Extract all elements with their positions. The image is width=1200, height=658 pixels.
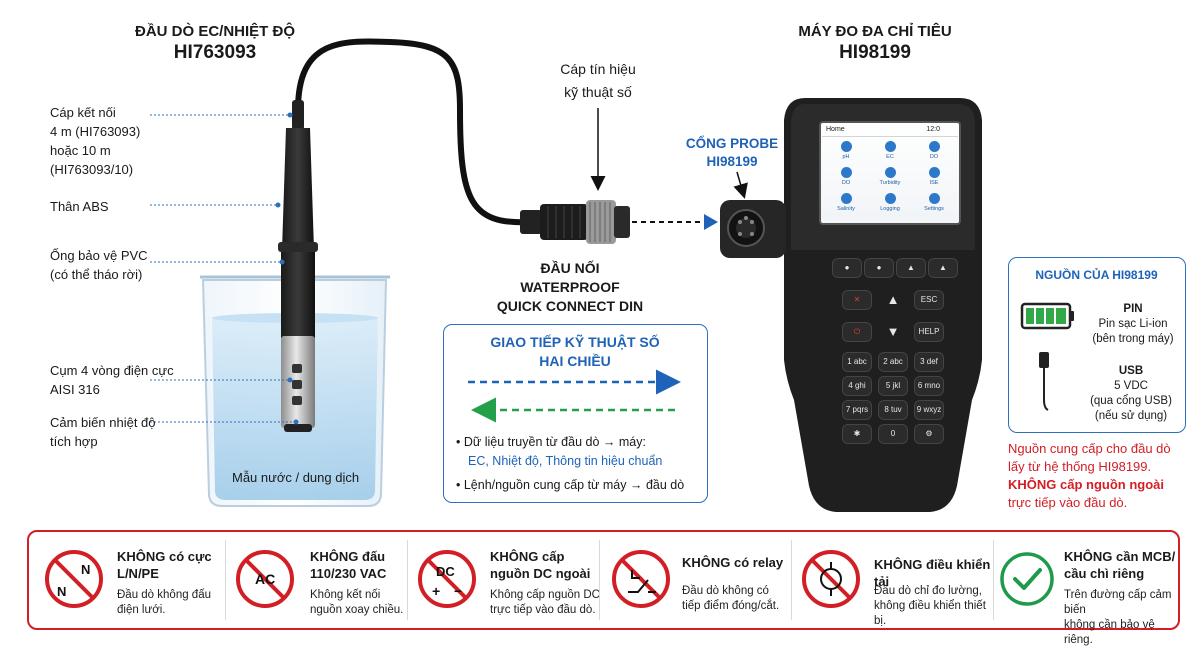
digital-bullet-1: • Dữ liệu truyền từ đầu dò → máy: EC, Nh… bbox=[456, 435, 663, 468]
usb-text: USB 5 VDC (qua cổng USB) (nếu sử dụng) bbox=[1090, 365, 1172, 422]
check-icon bbox=[1000, 552, 1054, 606]
warning-title: KHÔNG điều khiển tải bbox=[874, 557, 991, 589]
icon-text-dc: DC bbox=[436, 564, 455, 579]
down-key[interactable]: ▼ bbox=[878, 322, 908, 342]
softkey-1[interactable]: ● bbox=[832, 258, 862, 278]
key-0[interactable]: 0 bbox=[878, 424, 908, 444]
body-label: Thân ABS bbox=[50, 199, 109, 214]
key-2[interactable]: 2 abc bbox=[878, 352, 908, 372]
key-hash[interactable]: ⚙ bbox=[914, 424, 944, 444]
softkey-2[interactable]: ● bbox=[864, 258, 894, 278]
keypad: ● ● ▲ ▲ ✕ ▲ ESC ⏻ ▼ HELP 1 abc 2 abc 3 d… bbox=[828, 256, 958, 446]
power-title: NGUỒN CỦA HI98199 bbox=[1035, 268, 1158, 282]
key-9[interactable]: 9 wxyz bbox=[914, 400, 944, 420]
screen-icon-settings[interactable]: Settings bbox=[914, 193, 954, 221]
key-4[interactable]: 4 ghi bbox=[842, 376, 872, 396]
probe bbox=[278, 100, 318, 432]
warning-title: KHÔNG có relay bbox=[682, 555, 784, 570]
screen-header-right: 12:0 bbox=[926, 126, 940, 133]
no-line-neutral-icon: N N bbox=[45, 550, 103, 608]
warning-desc: Đầu dò chỉ đo lường,không điều khiển thi… bbox=[874, 585, 986, 627]
probe-model: HI763093 bbox=[173, 42, 257, 63]
meter-model: HI98199 bbox=[839, 42, 911, 63]
screen-icon-salinity[interactable]: Salinity bbox=[826, 193, 866, 221]
meter-screen: Home 12:0 pH EC DO DO Turbidity ISE Sali… bbox=[822, 124, 958, 222]
warning-title: KHÔNG cần MCB/cầu chì riêng bbox=[1064, 549, 1176, 581]
cancel-key[interactable]: ✕ bbox=[842, 290, 872, 310]
key-star[interactable]: ✱ bbox=[842, 424, 872, 444]
icon-text-plus: + bbox=[432, 583, 440, 599]
power-note: Nguồn cung cấp cho đầu dò lấy từ hệ thốn… bbox=[1008, 441, 1171, 510]
up-key[interactable]: ▲ bbox=[878, 290, 908, 310]
key-7[interactable]: 7 pqrs bbox=[842, 400, 872, 420]
softkey-3[interactable]: ▲ bbox=[896, 258, 926, 278]
key-8[interactable]: 8 tuv bbox=[878, 400, 908, 420]
icon-text-n1: N bbox=[81, 562, 90, 577]
warning-no-load-control: KHÔNG điều khiển tải Đầu dò chỉ đo lường… bbox=[792, 532, 992, 628]
no-load-control-icon bbox=[802, 550, 860, 608]
no-ac-icon: AC bbox=[236, 550, 294, 608]
power-key[interactable]: ⏻ bbox=[842, 322, 872, 342]
no-dc-icon: DC + − bbox=[418, 550, 476, 608]
key-1[interactable]: 1 abc bbox=[842, 352, 872, 372]
no-relay-icon bbox=[612, 550, 670, 608]
meter-title: MÁY ĐO ĐA CHỈ TIÊU bbox=[798, 23, 952, 40]
key-5[interactable]: 5 jkl bbox=[878, 376, 908, 396]
din-connector bbox=[520, 200, 630, 244]
beaker-label: Mẫu nước / dung dịch bbox=[232, 470, 360, 485]
power-box: NGUỒN CỦA HI98199 PIN Pin sạc Li-ion (bê… bbox=[1008, 257, 1186, 433]
icon-text-minus: − bbox=[454, 583, 462, 599]
key-6[interactable]: 6 mno bbox=[914, 376, 944, 396]
usb-icon bbox=[1039, 352, 1049, 411]
warning-no-mcb: KHÔNG cần MCB/cầu chì riêng Trên đường c… bbox=[994, 532, 1180, 646]
screen-icon-ph[interactable]: pH bbox=[826, 141, 866, 169]
screen-icon-do[interactable]: DO bbox=[914, 141, 954, 169]
icon-text-n2: N bbox=[57, 584, 66, 599]
icon-text-ac: AC bbox=[255, 571, 275, 587]
digital-bullet-2: • Lệnh/nguồn cung cấp từ máy → đầu dò bbox=[456, 478, 685, 492]
help-key[interactable]: HELP bbox=[914, 322, 944, 342]
screen-icon-ec[interactable]: EC bbox=[870, 141, 910, 169]
guard-label: Ống bảo vệ PVC(có thể tháo rời) bbox=[50, 248, 148, 282]
probe-cable bbox=[295, 38, 533, 226]
screen-icon-ise[interactable]: ISE bbox=[914, 167, 954, 195]
screen-icon-logging[interactable]: Logging bbox=[870, 193, 910, 221]
softkey-4[interactable]: ▲ bbox=[928, 258, 958, 278]
battery-text: PIN Pin sạc Li-ion (bên trong máy) bbox=[1092, 303, 1174, 345]
key-3[interactable]: 3 def bbox=[914, 352, 944, 372]
screen-icon-turbidity[interactable]: Turbidity bbox=[870, 167, 910, 195]
screen-icon-do2[interactable]: DO bbox=[826, 167, 866, 195]
battery-icon bbox=[1020, 302, 1074, 330]
probe-title: ĐẦU DÒ EC/NHIỆT ĐỘ bbox=[134, 23, 295, 40]
screen-header-left: Home bbox=[826, 126, 845, 133]
esc-key[interactable]: ESC bbox=[914, 290, 944, 310]
